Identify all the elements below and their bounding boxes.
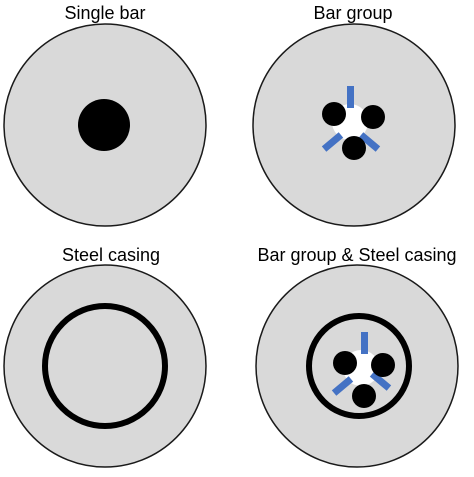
spacer-top <box>361 332 368 354</box>
spacer-left <box>321 132 344 152</box>
bar-upper-left <box>322 102 346 126</box>
bar-group <box>321 86 385 160</box>
panel-title-bar-group: Bar group <box>313 3 393 23</box>
bar-bottom <box>352 384 376 408</box>
panel-title-steel-casing: Steel casing <box>61 245 161 265</box>
bar-upper-right <box>371 353 395 377</box>
spacer-right <box>369 371 392 391</box>
spacer-right <box>358 132 381 152</box>
panel-title-single-bar: Single bar <box>64 3 146 23</box>
panel-bar-group-steel-casing <box>255 264 459 468</box>
spacer-left <box>331 376 354 396</box>
bar-group <box>331 332 395 408</box>
bar-upper-left <box>333 351 357 375</box>
panel-bar-group <box>252 23 456 227</box>
concrete-section <box>3 264 207 468</box>
spacer-top <box>347 86 354 108</box>
panel-single-bar <box>3 23 207 227</box>
steel-casing-ring <box>306 313 412 419</box>
bar-upper-right <box>361 105 385 129</box>
steel-casing-ring <box>42 303 168 429</box>
bar-bottom <box>342 136 366 160</box>
panel-title-bar-group-steel-casing: Bar group & Steel casing <box>257 245 457 265</box>
panel-steel-casing <box>3 264 207 468</box>
single-bar <box>78 99 130 151</box>
